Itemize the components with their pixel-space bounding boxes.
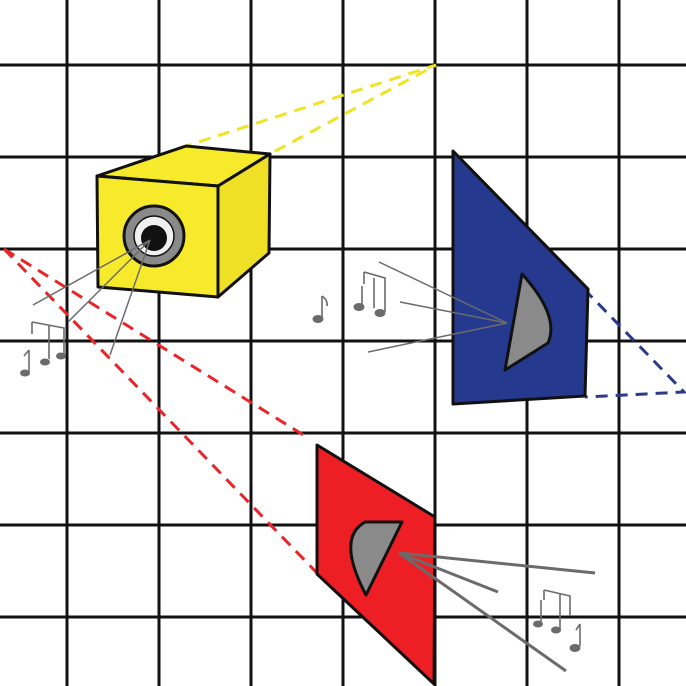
sound-ray [32,239,151,306]
sound-ray [399,301,508,324]
note-stem [321,295,328,318]
sound-ray [378,261,508,324]
yellow-sound-rays [32,239,151,356]
yellow-cube-speaker [95,144,272,299]
music-notes-icon [20,321,66,377]
panel-driver [349,520,404,597]
note-beam [31,321,65,354]
music-notes-icon [353,271,386,317]
music-notes-icon [533,589,581,652]
note-beam [363,271,386,312]
note-head [312,315,324,323]
note-head [56,352,66,360]
speaker-driver-center [141,225,167,251]
note-head [40,358,50,366]
sound-ray [67,239,151,323]
blue-cone [582,287,686,399]
note-head [551,626,561,634]
music-note-icon [312,295,328,323]
yellow-cone [179,63,437,157]
sound-ray [398,551,499,594]
red-sound-rays [398,551,596,673]
note-head [569,644,581,652]
sound-ray [398,551,596,575]
red-panel-speaker [315,443,437,686]
blue-wedge-speaker [451,149,590,406]
note-stem [540,594,561,630]
sound-ray [398,551,567,673]
note-stem [23,349,30,372]
note-head [533,620,543,628]
note-head [374,309,386,317]
note-stem [575,623,581,646]
sound-ray [109,239,151,356]
projection-cones [2,63,686,575]
note-stem [361,278,375,308]
note-beam [543,589,571,616]
note-head [20,369,30,377]
blue-sound-rays [367,261,508,353]
red-cone [2,247,319,575]
sound-ray [367,322,508,353]
wedge-driver [503,272,553,372]
note-head [353,303,365,311]
